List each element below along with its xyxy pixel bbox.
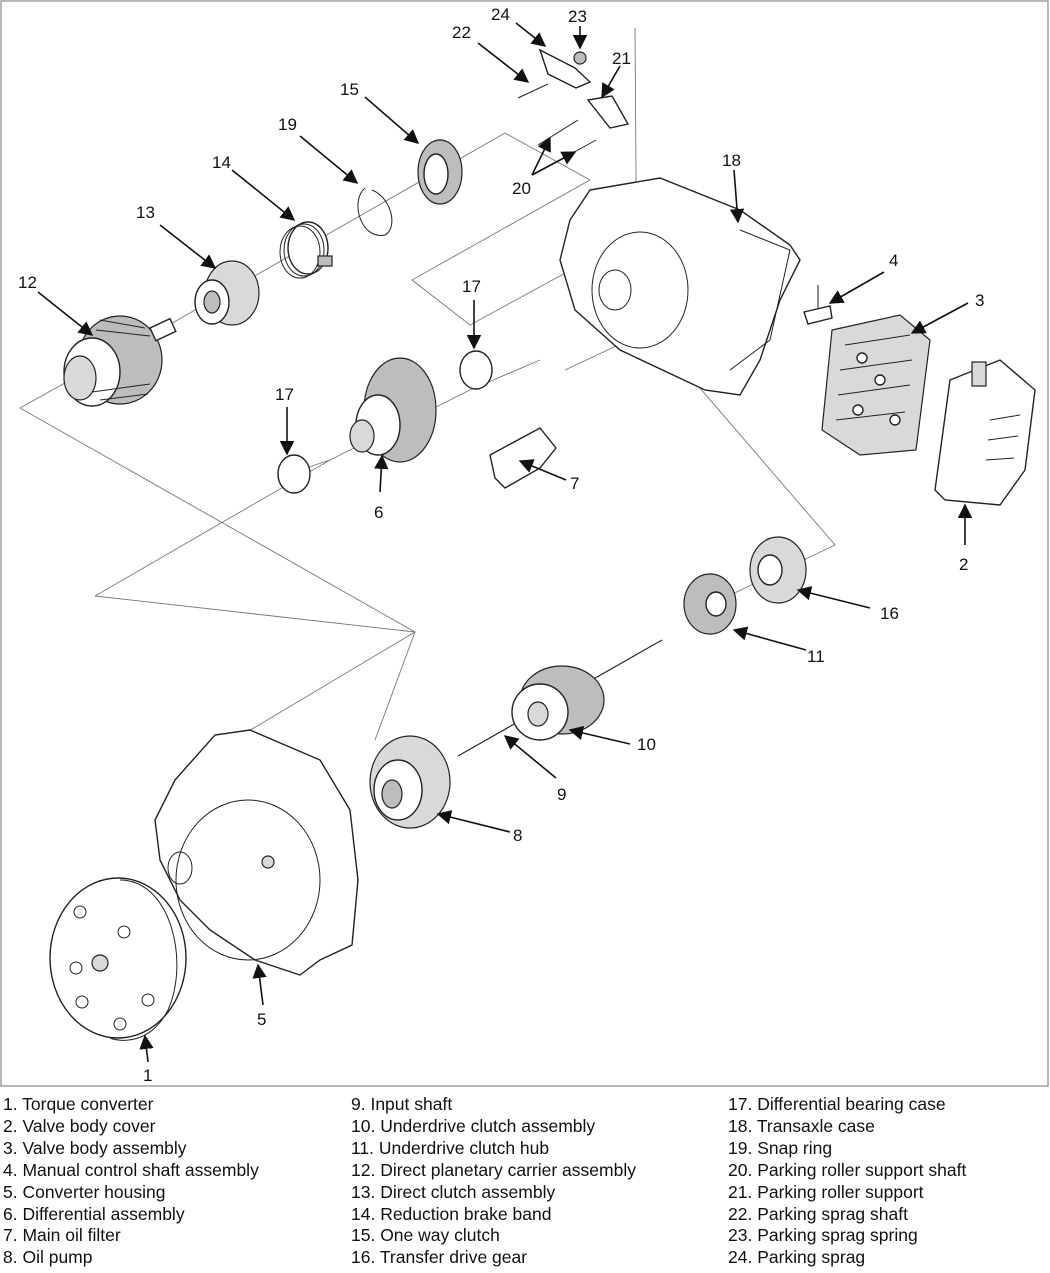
callout-numbers: 1 2 3 4 5 6 7 8 9 10 11 12 13 14 15 16 1… [18,5,984,1085]
one-way-clutch-part [417,139,463,205]
callout-24: 24 [491,5,510,24]
callout-19: 19 [278,115,297,134]
callout-9: 9 [557,785,566,804]
legend-item: 23. Parking sprag spring [728,1225,918,1246]
legend-column-1: 1. Torque converter 2. Valve body cover … [3,1094,259,1269]
valve-body-cover-part [934,359,1036,506]
legend-item: 24. Parking sprag [728,1247,866,1268]
callout-8: 8 [513,826,522,845]
callout-21: 21 [612,49,631,68]
callout-14: 14 [212,153,231,172]
reduction-brake-band-part [279,221,333,279]
legend-item: 18. Transaxle case [728,1115,875,1136]
callout-3: 3 [975,291,984,310]
callout-2: 2 [959,555,968,574]
callout-17-lower: 17 [275,385,294,404]
legend-item: 1. Torque converter [3,1094,154,1114]
manual-control-shaft-part [803,285,833,325]
callout-1: 1 [143,1066,152,1085]
callout-16: 16 [880,604,899,623]
transfer-drive-gear-part [749,536,807,604]
legend-item: 11. Underdrive clutch hub [351,1137,550,1158]
legend-item: 2. Valve body cover [3,1115,156,1136]
legend-item: 4. Manual control shaft assembly [3,1159,259,1180]
callout-4: 4 [889,251,898,270]
legend-item: 17. Differential bearing case [728,1094,946,1114]
legend-item: 20. Parking roller support shaft [728,1159,967,1180]
legend-item: 9. Input shaft [351,1094,453,1114]
callout-5: 5 [257,1010,266,1029]
legend-column-2: 9. Input shaft 10. Underdrive clutch ass… [351,1094,636,1269]
callout-23: 23 [568,7,587,26]
underdrive-clutch-part [511,665,605,741]
legend-item: 21. Parking roller support [728,1181,924,1202]
legend-column-3: 17. Differential bearing case 18. Transa… [728,1094,966,1269]
leader-lines [37,22,973,1063]
snap-ring-part [357,187,393,236]
callout-13: 13 [136,203,155,222]
exploded-view-diagram: 1 2 3 4 5 6 7 8 9 10 11 12 13 14 15 16 1… [0,0,1049,1087]
main-oil-filter-part [489,427,557,489]
legend-item: 14. Reduction brake band [351,1203,552,1224]
oil-pump-part [369,735,451,829]
callout-11: 11 [807,647,825,666]
legend-item: 10. Underdrive clutch assembly [351,1115,596,1136]
callout-7: 7 [570,474,579,493]
legend-item: 3. Valve body assembly [3,1137,187,1158]
legend-item: 7. Main oil filter [3,1225,121,1246]
direct-planetary-carrier-part [63,315,177,407]
differential-part [349,357,437,463]
legend-item: 19. Snap ring [728,1137,833,1158]
callout-22: 22 [452,23,471,42]
callout-15: 15 [340,80,359,99]
legend-item: 6. Differential assembly [3,1203,185,1224]
callout-18: 18 [722,151,741,170]
valve-body-part [821,314,931,456]
callout-6: 6 [374,503,383,522]
callout-10: 10 [637,735,656,754]
callout-12: 12 [18,273,37,292]
legend-item: 8. Oil pump [3,1247,93,1268]
legend-item: 5. Converter housing [3,1181,166,1202]
differential-bearing-case-part [277,454,311,494]
transaxle-case-part [559,177,801,396]
callout-20: 20 [512,179,531,198]
legend-item: 16. Transfer drive gear [351,1247,528,1268]
direct-clutch-part [194,260,260,326]
callout-17-upper: 17 [462,277,481,296]
diagram-border [0,0,1049,1087]
legend-item: 13. Direct clutch assembly [351,1181,556,1202]
underdrive-clutch-hub-part [683,573,737,635]
torque-converter-part [49,877,187,1041]
converter-housing-part [154,729,359,976]
legend-item: 22. Parking sprag shaft [728,1203,908,1224]
legend-item: 15. One way clutch [351,1225,500,1246]
parts-legend: 1. Torque converter 2. Valve body cover … [0,1094,1050,1270]
differential-bearing-case-part [459,350,493,390]
legend-item: 12. Direct planetary carrier assembly [351,1159,636,1180]
parking-parts [517,48,630,161]
